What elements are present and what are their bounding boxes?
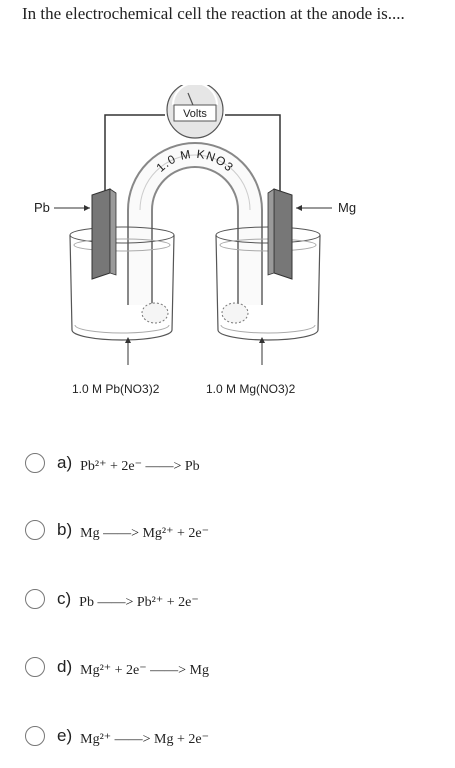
option-b-equation: Mg ——> Mg²⁺ + 2e⁻ <box>80 525 210 541</box>
radio-button-a[interactable] <box>25 453 45 473</box>
left-beaker <box>69 226 175 341</box>
option-e-letter: e) <box>57 726 73 745</box>
voltmeter-label: Volts <box>183 108 207 120</box>
option-c-letter: c) <box>57 589 72 608</box>
radio-button-b[interactable] <box>25 520 45 540</box>
radio-button-c[interactable] <box>25 589 45 609</box>
right-electrode-label: Mg <box>338 200 356 215</box>
option-d-letter: d) <box>57 657 73 676</box>
electrochemical-cell-diagram: Volts 1.0 M KNO3 Pb Mg <box>34 85 356 396</box>
option-c-equation: Pb ——> Pb²⁺ + 2e⁻ <box>79 594 199 610</box>
option-a-letter: a) <box>57 453 73 472</box>
option-e-equation: Mg²⁺ ——> Mg + 2e⁻ <box>80 731 210 747</box>
question-text: In the electrochemical cell the reaction… <box>22 4 405 23</box>
salt-bridge: 1.0 M KNO3 <box>127 142 263 324</box>
left-electrode-label: Pb <box>34 200 50 215</box>
option-c[interactable]: c) Pb ——> Pb²⁺ + 2e⁻ <box>25 584 199 614</box>
option-d[interactable]: d) Mg²⁺ + 2e⁻ ——> Mg <box>25 652 209 682</box>
mg-electrode <box>267 188 293 280</box>
right-solution-label: 1.0 M Mg(NO3)2 <box>206 382 296 396</box>
radio-button-e[interactable] <box>25 726 45 746</box>
right-wire <box>225 114 281 195</box>
left-solution-label: 1.0 M Pb(NO3)2 <box>72 382 160 396</box>
option-b-letter: b) <box>57 520 73 539</box>
radio-button-d[interactable] <box>25 657 45 677</box>
option-b[interactable]: b) Mg ——> Mg²⁺ + 2e⁻ <box>25 515 209 545</box>
pb-electrode <box>91 188 117 280</box>
option-d-equation: Mg²⁺ + 2e⁻ ——> Mg <box>80 662 210 678</box>
voltmeter: Volts <box>166 85 224 139</box>
option-e[interactable]: e) Mg²⁺ ——> Mg + 2e⁻ <box>25 721 209 751</box>
left-wire <box>104 114 165 195</box>
option-a[interactable]: a) Pb²⁺ + 2e⁻ ——> Pb <box>25 448 200 478</box>
option-a-equation: Pb²⁺ + 2e⁻ ——> Pb <box>80 458 200 474</box>
